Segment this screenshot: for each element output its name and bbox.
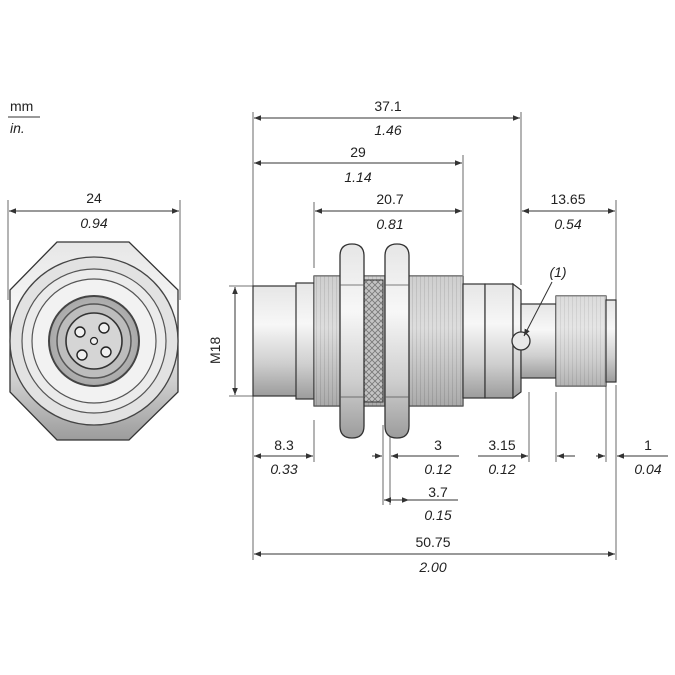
dim-nut-in: 0.12 <box>424 461 451 477</box>
rear-body-2 <box>484 283 514 399</box>
dim-overall-body-in: 1.46 <box>374 122 401 138</box>
side-view: 37.1 1.46 29 1.14 20.7 0.81 13.65 0.54 M… <box>207 98 668 575</box>
dim-end-ring-in: 0.04 <box>634 461 661 477</box>
connector-end-ring <box>605 299 617 383</box>
dim-connector-in: 0.54 <box>554 216 581 232</box>
dim-nut-gap-mm: 3.7 <box>428 484 448 500</box>
dim-front-face-mm: 8.3 <box>274 437 294 453</box>
rear-nut <box>384 243 410 439</box>
dim-connector-mm: 13.65 <box>550 191 585 207</box>
sensing-face <box>252 285 299 397</box>
dim-neck-mm: 3.15 <box>488 437 515 453</box>
dim-threads-end-in: 1.14 <box>344 169 371 185</box>
dim-m18-label: M18 <box>207 337 223 364</box>
pin-2 <box>98 322 110 334</box>
pin-1 <box>74 326 86 338</box>
pin-4 <box>76 349 88 361</box>
dim-neck-in: 0.12 <box>488 461 515 477</box>
dim-nut-gap-in: 0.15 <box>424 507 451 523</box>
led-indicator <box>511 331 531 351</box>
lock-washer <box>361 279 384 403</box>
callout-leader <box>523 281 553 337</box>
connector-thread-shade <box>556 296 606 386</box>
dim-front-face-in: 0.33 <box>270 461 297 477</box>
front-view: 24 0.94 <box>7 190 181 441</box>
dim-overall-body-mm: 37.1 <box>374 98 401 114</box>
units-in: in. <box>10 120 25 136</box>
front-nut <box>339 243 365 439</box>
dim-nut-mm: 3 <box>434 437 442 453</box>
units-legend: mm in. <box>8 98 40 136</box>
pin-3 <box>100 346 112 358</box>
dim-thread-length-in: 0.81 <box>376 216 403 232</box>
dim-total-in: 2.00 <box>418 559 446 575</box>
dim-threads-end-mm: 29 <box>350 144 366 160</box>
pin-center <box>89 336 99 346</box>
dim-thread-length-mm: 20.7 <box>376 191 403 207</box>
dim-end-ring-mm: 1 <box>644 437 652 453</box>
front-width-mm: 24 <box>86 190 102 206</box>
callout-led: (1) <box>549 264 566 280</box>
front-collar <box>295 282 315 400</box>
units-mm: mm <box>10 98 33 114</box>
front-width-in: 0.94 <box>80 215 107 231</box>
dim-total-mm: 50.75 <box>415 534 450 550</box>
rear-body <box>462 283 486 399</box>
